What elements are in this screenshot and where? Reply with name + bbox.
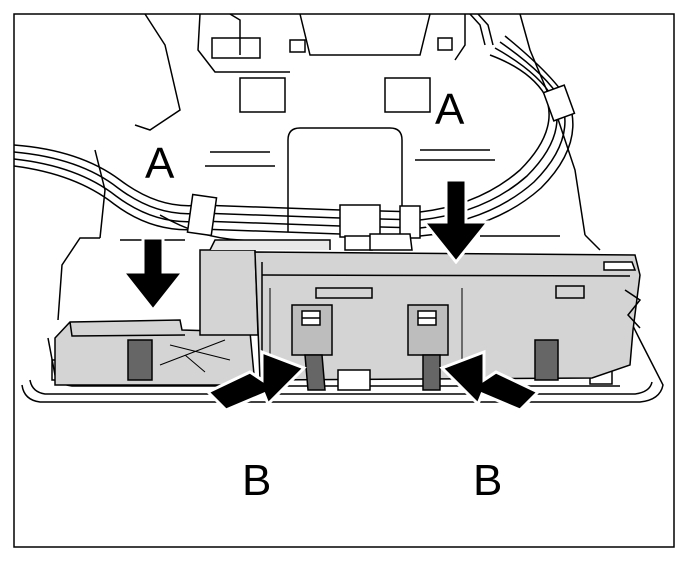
- squeeze-arrows: [205, 349, 541, 412]
- label-b-right: B: [473, 456, 502, 505]
- clips: [127, 304, 559, 391]
- arrow-down-icon: [420, 178, 492, 265]
- arrow-left-icon: [439, 349, 541, 412]
- arrow-right-icon: [205, 349, 307, 412]
- harness-tape-wraps: [186, 84, 576, 239]
- arrow-down-icon: [119, 236, 187, 313]
- label-b-left: B: [242, 456, 271, 505]
- background-structure: [57, 13, 601, 321]
- push-arrows: [119, 178, 492, 313]
- label-a-right: A: [435, 85, 465, 134]
- left-module: [54, 233, 413, 386]
- label-a-left: A: [145, 139, 175, 188]
